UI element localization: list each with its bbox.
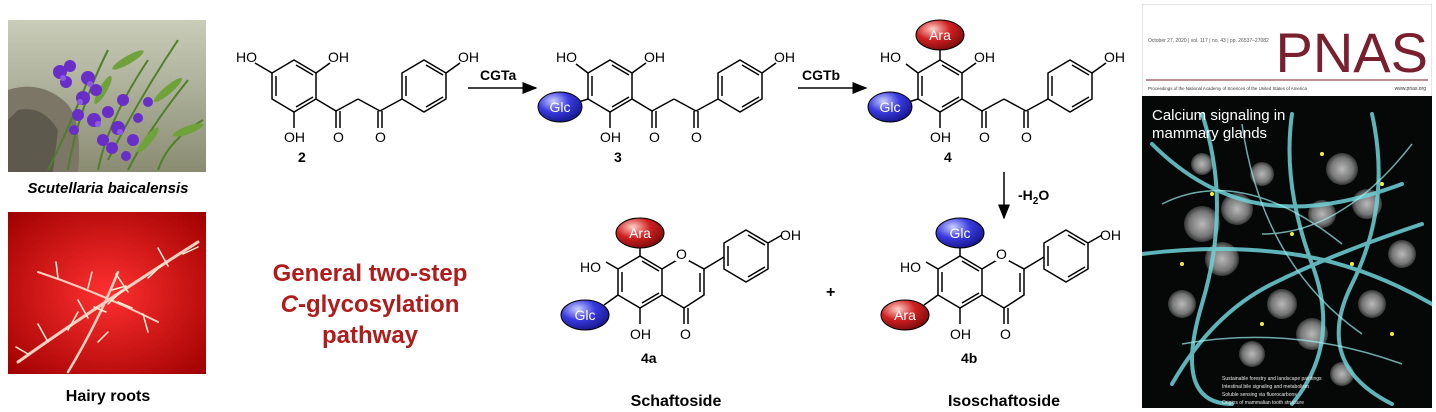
c4a-ring-b [723,229,769,283]
cover-date-line: October 27, 2020 | vol. 117 | no. 43 | p… [1148,38,1269,44]
c2-ring-a [271,59,317,113]
c2-ho-label: HO [236,49,257,65]
ara-ellipse-c4a [615,217,665,249]
cover-headline-2: mammary glands [1152,125,1267,142]
c4b-ring-a [937,255,983,309]
c2-o1: O [333,129,344,145]
glc-ellipse-c4a [560,299,610,331]
glc-label-c4b: Glc [950,225,971,241]
c4-oh-right: OH [1104,49,1125,65]
c3-ho-label: HO [556,49,577,65]
glc-ellipse-c3 [537,91,583,123]
c2-o2: O [375,129,386,145]
c3-o2: O [691,129,702,145]
c3-oh-top: OH [644,49,665,65]
cover-toc-4: Origins of mammalian tooth structure [1222,400,1304,406]
c4-ring-a [917,59,963,113]
pathway-title: General two-step C-glycosylation pathway [240,258,500,351]
ara-label-c4b: Ara [894,307,916,323]
cover-headline-1: Calcium signaling in [1152,107,1285,124]
c4-oh-top: OH [974,49,995,65]
c4b-oh-bottom: OH [950,326,971,342]
isoschaftoside-name: Isoschaftoside [948,393,1060,410]
c4a-oh-bottom: OH [630,326,651,342]
c2-oh-right: OH [458,49,479,65]
enzyme-cgta: CGTa [480,67,517,83]
c3-ring-b [717,59,763,113]
glc-ellipse-c4b [935,217,985,249]
c4-ring-b [1047,59,1093,113]
dehydration-minus-h: -H [1018,187,1033,203]
c4-o2: O [1021,129,1032,145]
c4b-ring-b [1043,229,1089,283]
plus-sign: + [826,284,835,301]
c4-oh-bottom: OH [930,129,951,145]
glc-ellipse-c4 [867,91,913,123]
cover-toc-2: Intestinal bile signaling and metabolism [1222,384,1309,390]
cover-journal-title: PNAS [1276,21,1429,84]
c4b-ho-label: HO [900,259,921,275]
c3-ring-a [587,59,633,113]
reaction-scheme: HO OH OH O O OH HO OH OH O O OH HO OH OH… [236,19,1125,410]
pathway-title-c: C [280,291,298,318]
pathway-title-line1: General two-step [272,260,468,287]
c4-ho-label: HO [880,49,901,65]
c4-o1: O [979,129,990,145]
ara-label-c4a: Ara [629,225,651,241]
c2-oh-top: OH [328,49,349,65]
compound-3-number: 3 [614,149,622,165]
c3-oh-right: OH [774,49,795,65]
c3-o1: O [649,129,660,145]
glc-label-c4: Glc [880,99,901,115]
pathway-title-line3: pathway [321,322,419,349]
glc-label-c3: Glc [550,99,571,115]
c4a-ring-c [661,256,705,309]
pathway-title-line2: C-glycosylation [240,289,500,320]
species-label: Scutellaria baicalensis [27,180,189,197]
enzyme-cgtb: CGTb [802,67,840,83]
roots-label: Hairy roots [65,388,151,405]
pnas-cover: October 27, 2020 | vol. 117 | no. 43 | p… [1142,4,1432,408]
dehydration-o: O [1038,187,1049,203]
c4b-oh-right: OH [1100,227,1121,243]
c3-oh-bottom: OH [600,129,621,145]
schaftoside-name: Schaftoside [631,393,722,410]
c4a-ring-a [617,255,663,309]
pathway-title-glycosylation: -glycosylation [297,291,460,318]
cover-masthead-small: Proceedings of the National Academy of S… [1148,86,1307,91]
c4b-ring-c [981,256,1025,309]
c2-ring-b [401,59,447,113]
dehydration-label: -H2O [1018,187,1049,207]
c4a-ring-o: O [676,246,687,262]
hairy-roots-photo [8,212,206,374]
ara-label-c4: Ara [929,27,951,43]
c2-oh-bottom: OH [284,129,305,145]
plant-photo [8,20,206,172]
dehydration-sub: 2 [1033,196,1039,207]
compound-4b-number: 4b [961,350,977,366]
ara-ellipse-c4b [880,299,930,331]
c4a-ho-label: HO [580,259,601,275]
c4b-carbonyl-o: O [1000,326,1011,342]
compound-2-number: 2 [298,149,306,165]
compound-4a-number: 4a [641,350,657,366]
cover-site: www.pnas.org [1395,86,1427,92]
c4b-ring-o: O [996,246,1007,262]
ara-ellipse-c4 [915,19,965,51]
glc-label-c4a: Glc [575,307,596,323]
c4a-oh-right: OH [780,227,801,243]
cover-toc-1: Sustainable forestry and landscape paint… [1222,376,1322,382]
compound-4-number: 4 [944,149,952,165]
c4a-carbonyl-o: O [680,326,691,342]
cover-toc-3: Soluble sensing via fluorocarbons [1222,392,1297,398]
